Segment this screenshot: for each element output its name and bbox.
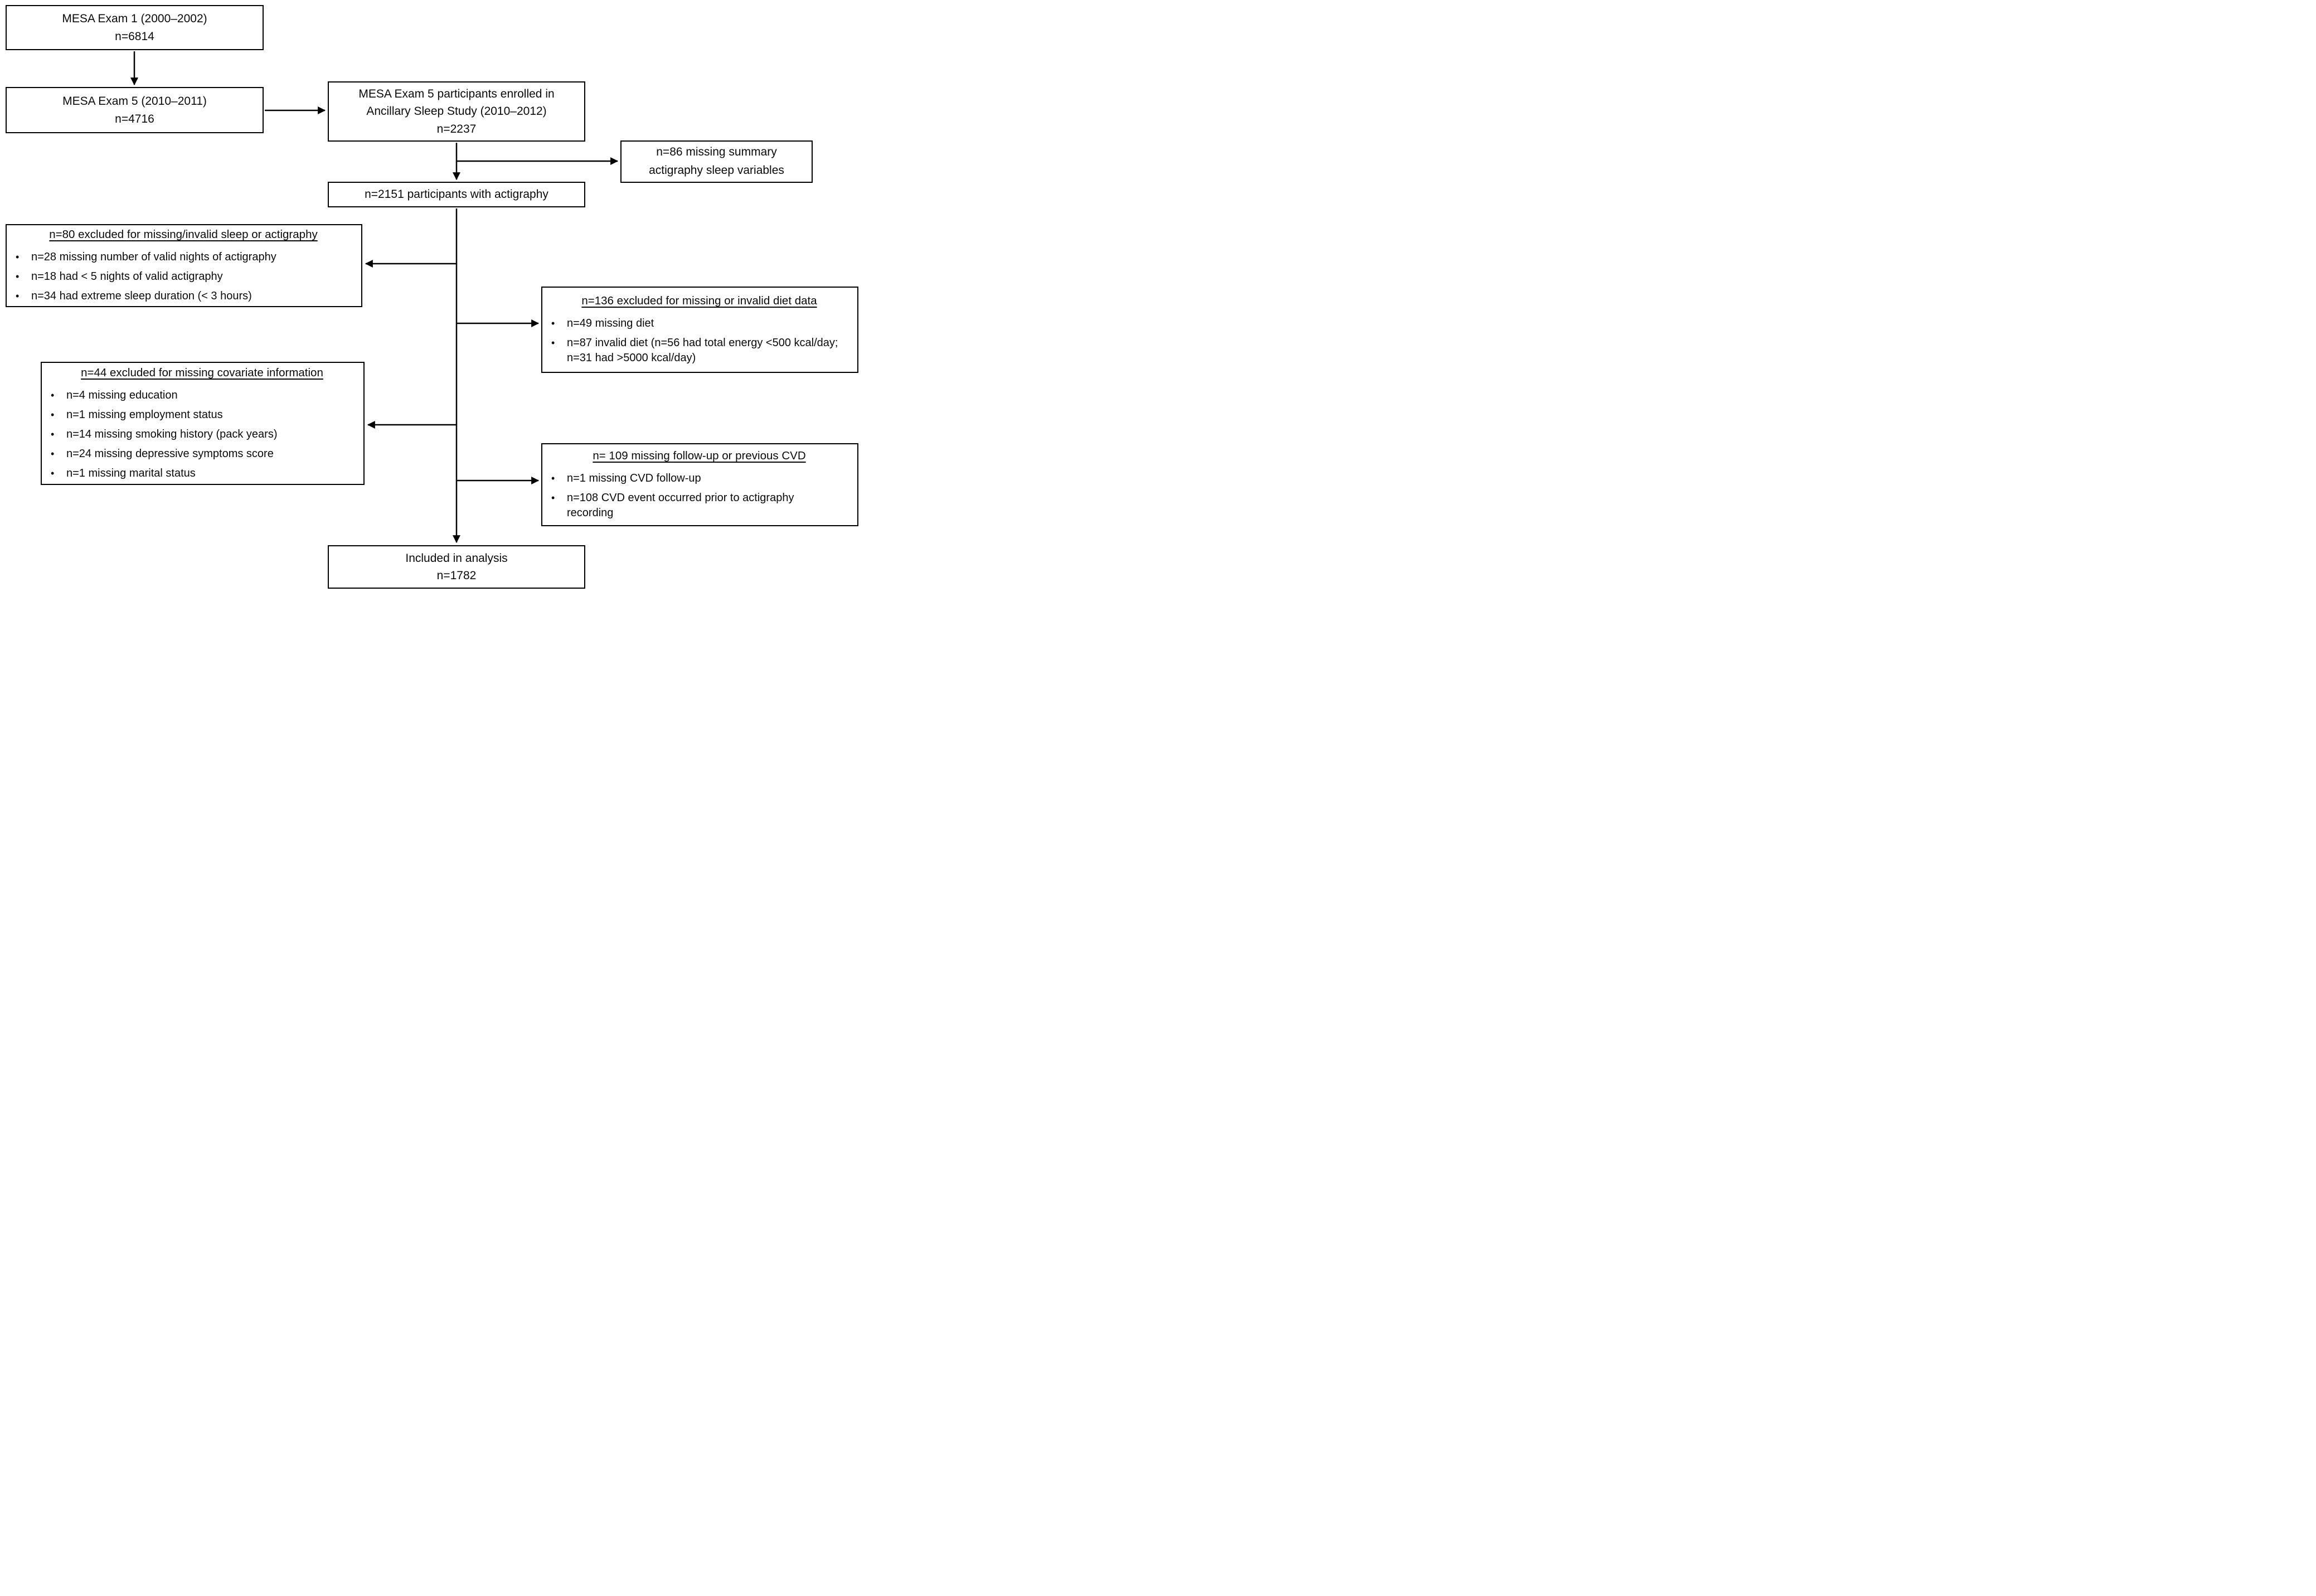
list-item: n=18 had < 5 nights of valid actigraphy: [11, 269, 356, 285]
list-item: n=1 missing CVD follow-up: [547, 471, 852, 487]
list-item-text: n=34 had extreme sleep duration (< 3 hou…: [31, 289, 252, 302]
list-item: n=28 missing number of valid nights of a…: [11, 250, 356, 265]
list-item: n=14 missing smoking history (pack years…: [46, 427, 358, 443]
box-mesa-exam5: MESA Exam 5 (2010–2011) n=4716: [6, 87, 264, 133]
list-item-text: n=18 had < 5 nights of valid actigraphy: [31, 270, 223, 283]
list-item-text: n=108 CVD event occurred prior to actigr…: [567, 491, 794, 520]
list-item: n=1 missing employment status: [46, 408, 358, 423]
box-missing-actigraphy-variables: n=86 missing summary actigraphy sleep va…: [620, 140, 813, 183]
list-item-text: n=24 missing depressive symptoms score: [66, 447, 274, 460]
box-excluded-sleep-actigraphy: n=80 excluded for missing/invalid sleep …: [6, 224, 362, 307]
list-item-text: n=28 missing number of valid nights of a…: [31, 251, 276, 263]
box-ancillary-sleep-study: MESA Exam 5 participants enrolled in Anc…: [328, 81, 585, 142]
box-included-in-analysis: Included in analysis n=1782: [328, 545, 585, 589]
box-title: MESA Exam 1 (2000–2002): [62, 12, 207, 25]
flow-diagram: MESA Exam 1 (2000–2002) n=6814 MESA Exam…: [0, 0, 861, 594]
box-title: MESA Exam 5 (2010–2011): [62, 95, 207, 108]
box-n-value: n=2237: [436, 122, 477, 135]
box-title: Included in analysis: [405, 551, 508, 565]
list-item-text: n=49 missing diet: [567, 317, 654, 329]
box-mesa-exam1: MESA Exam 1 (2000–2002) n=6814: [6, 5, 264, 50]
exclusion-list: n=49 missing diet n=87 invalid diet (n=5…: [547, 312, 852, 366]
list-item-text: n=4 missing education: [66, 389, 178, 402]
box-text: n=2151 participants with actigraphy: [365, 188, 548, 201]
list-item-text: n=1 missing CVD follow-up: [567, 472, 701, 484]
exclusion-heading: n= 109 missing follow-up or previous CVD: [593, 449, 806, 463]
exclusion-list: n=28 missing number of valid nights of a…: [11, 246, 356, 304]
box-text: n=86 missing summary actigraphy sleep va…: [649, 145, 784, 177]
box-n-value: n=1782: [436, 569, 477, 582]
flow-arrows: [130, 51, 619, 544]
exclusion-list: n=1 missing CVD follow-up n=108 CVD even…: [547, 467, 852, 521]
list-item-text: n=87 invalid diet (n=56 had total energy…: [567, 336, 838, 365]
list-item: n=34 had extreme sleep duration (< 3 hou…: [11, 289, 356, 304]
box-excluded-covariate: n=44 excluded for missing covariate info…: [41, 362, 365, 485]
box-participants-with-actigraphy: n=2151 participants with actigraphy: [328, 182, 585, 207]
list-item-text: n=1 missing employment status: [66, 409, 223, 421]
box-excluded-cvd-followup: n= 109 missing follow-up or previous CVD…: [541, 443, 858, 526]
box-excluded-diet: n=136 excluded for missing or invalid di…: [541, 287, 858, 373]
list-item: n=87 invalid diet (n=56 had total energy…: [547, 336, 852, 366]
list-item: n=1 missing marital status: [46, 466, 358, 482]
exclusion-heading: n=136 excluded for missing or invalid di…: [581, 294, 817, 308]
list-item: n=4 missing education: [46, 388, 358, 404]
list-item-text: n=1 missing marital status: [66, 467, 196, 479]
exclusion-list: n=4 missing education n=1 missing employ…: [46, 384, 358, 481]
box-n-value: n=4716: [115, 112, 154, 125]
box-n-value: n=6814: [115, 30, 154, 43]
list-item: n=108 CVD event occurred prior to actigr…: [547, 491, 852, 521]
box-title: MESA Exam 5 participants enrolled in Anc…: [358, 87, 555, 118]
exclusion-heading: n=80 excluded for missing/invalid sleep …: [49, 228, 318, 241]
list-item-text: n=14 missing smoking history (pack years…: [66, 428, 278, 440]
list-item: n=24 missing depressive symptoms score: [46, 447, 358, 462]
exclusion-heading: n=44 excluded for missing covariate info…: [81, 366, 323, 380]
list-item: n=49 missing diet: [547, 316, 852, 332]
